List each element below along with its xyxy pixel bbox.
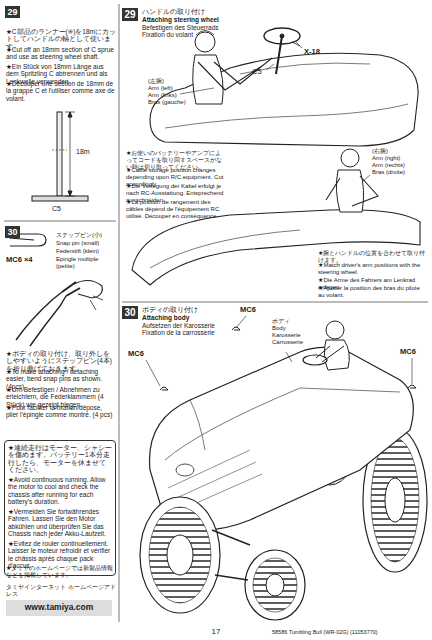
instruction-text: Bras (gauche) bbox=[148, 99, 208, 106]
instruction-text: ★La position de rangement des câbles dép… bbox=[126, 199, 226, 220]
instruction-text: Body bbox=[272, 325, 332, 332]
warning-box: ★連続走行はモーター、シャシーを傷めます。バッテリー1本分走行したら、モーターを… bbox=[4, 440, 116, 576]
step-title-line: Aufsetzen der Karosserie bbox=[142, 322, 215, 329]
instruction-text: (左腕) bbox=[148, 78, 208, 85]
step-title-line: Fixation de la carrosserie bbox=[142, 329, 215, 336]
step-number: 30 bbox=[5, 226, 20, 238]
step-title-line: Attaching steering wheel bbox=[142, 16, 219, 23]
caution-note: ★Vermeiden Sie fortwährendes Fahren. Las… bbox=[8, 508, 112, 538]
caution-note: ★Avoid continuous running. Allow the mot… bbox=[8, 476, 112, 506]
instruction-text: (右腕) bbox=[372, 148, 428, 155]
instruction-text: Arm (rechts) bbox=[372, 162, 428, 169]
instruction-text: Bras (droite) bbox=[372, 169, 428, 176]
part-number: X-18 bbox=[304, 48, 334, 57]
step-header: 30 ボディの取り付けAttaching bodyAufsetzen der Ka… bbox=[122, 306, 215, 336]
instruction-text: Arm (left) bbox=[148, 85, 208, 92]
instruction-text: ★タミヤのホームページでは新製品情報などを掲載しています。 bbox=[6, 565, 116, 579]
step-title-line: Befestigen des Steuerrads bbox=[142, 24, 219, 31]
step-header: 29 ハンドルの取り付けAttaching steering wheelBefes… bbox=[122, 8, 219, 38]
instruction-text: ★腕とハンドルの位置を合わせて取り付けます。 bbox=[318, 250, 426, 264]
instruction-text: Federstift (klein) bbox=[56, 248, 118, 255]
web-address: www.tamiya.com bbox=[8, 603, 110, 613]
part-number: MC6 bbox=[400, 348, 428, 357]
step-number: 29 bbox=[122, 8, 138, 21]
instruction-text: ★Ajuster la position des bras du pilote … bbox=[318, 285, 426, 299]
step-title-line: Fixation du volant bbox=[142, 31, 219, 38]
step-header: 29 bbox=[5, 6, 20, 18]
instruction-text: ★Découper une section de 18mm de la grap… bbox=[6, 80, 116, 102]
step-title-line: Attaching body bbox=[142, 314, 215, 321]
instruction-text: Arm (right) bbox=[372, 155, 428, 162]
instruction-text: タミヤインターネット ホームページアドレス bbox=[6, 584, 116, 598]
step-title: ボディの取り付けAttaching bodyAufsetzen der Karo… bbox=[142, 306, 215, 336]
page-number: 17 bbox=[206, 627, 226, 636]
instruction-text: Snap pin (small) bbox=[56, 240, 118, 247]
step-title-line: ハンドルの取り付け bbox=[142, 8, 219, 16]
instruction-text: Arm (links) bbox=[148, 92, 208, 99]
instruction-text: Epingle multiple (petite) bbox=[56, 256, 118, 270]
instruction-text: ★Match driver's arm positions with the s… bbox=[318, 262, 426, 276]
step-number: 30 bbox=[122, 306, 138, 319]
part-number: C5 bbox=[52, 205, 72, 213]
caution-note: ★連続走行はモーター、シャシーを傷めます。バッテリー1本分走行したら、モーターを… bbox=[8, 444, 112, 474]
instruction-text: Karosserie bbox=[272, 332, 332, 339]
instruction-text: ★Pour faciliter la fixation/dépose, plie… bbox=[6, 404, 116, 419]
instruction-text: ステップピン(小) bbox=[56, 232, 118, 239]
part-number: MC6 bbox=[240, 306, 270, 315]
instruction-text: ボディ bbox=[272, 318, 332, 325]
instruction-text: Carrosserie bbox=[272, 339, 332, 346]
part-number: MC6 ×4 bbox=[6, 256, 52, 265]
part-number: C5 bbox=[252, 68, 272, 77]
dimension: 18m bbox=[76, 148, 106, 156]
step-title-line: ボディの取り付け bbox=[142, 306, 215, 314]
step-title: ハンドルの取り付けAttaching steering wheelBefesti… bbox=[142, 8, 219, 38]
instruction-text: ★Cut off an 18mm section of C sprue and … bbox=[6, 46, 116, 61]
step-number: 29 bbox=[5, 6, 20, 18]
part-number: MC6 bbox=[128, 350, 158, 359]
step-header: 30 bbox=[5, 226, 20, 238]
model-name: 58586 Tumbling Bull (WR-02G) (11053770) bbox=[272, 629, 428, 635]
